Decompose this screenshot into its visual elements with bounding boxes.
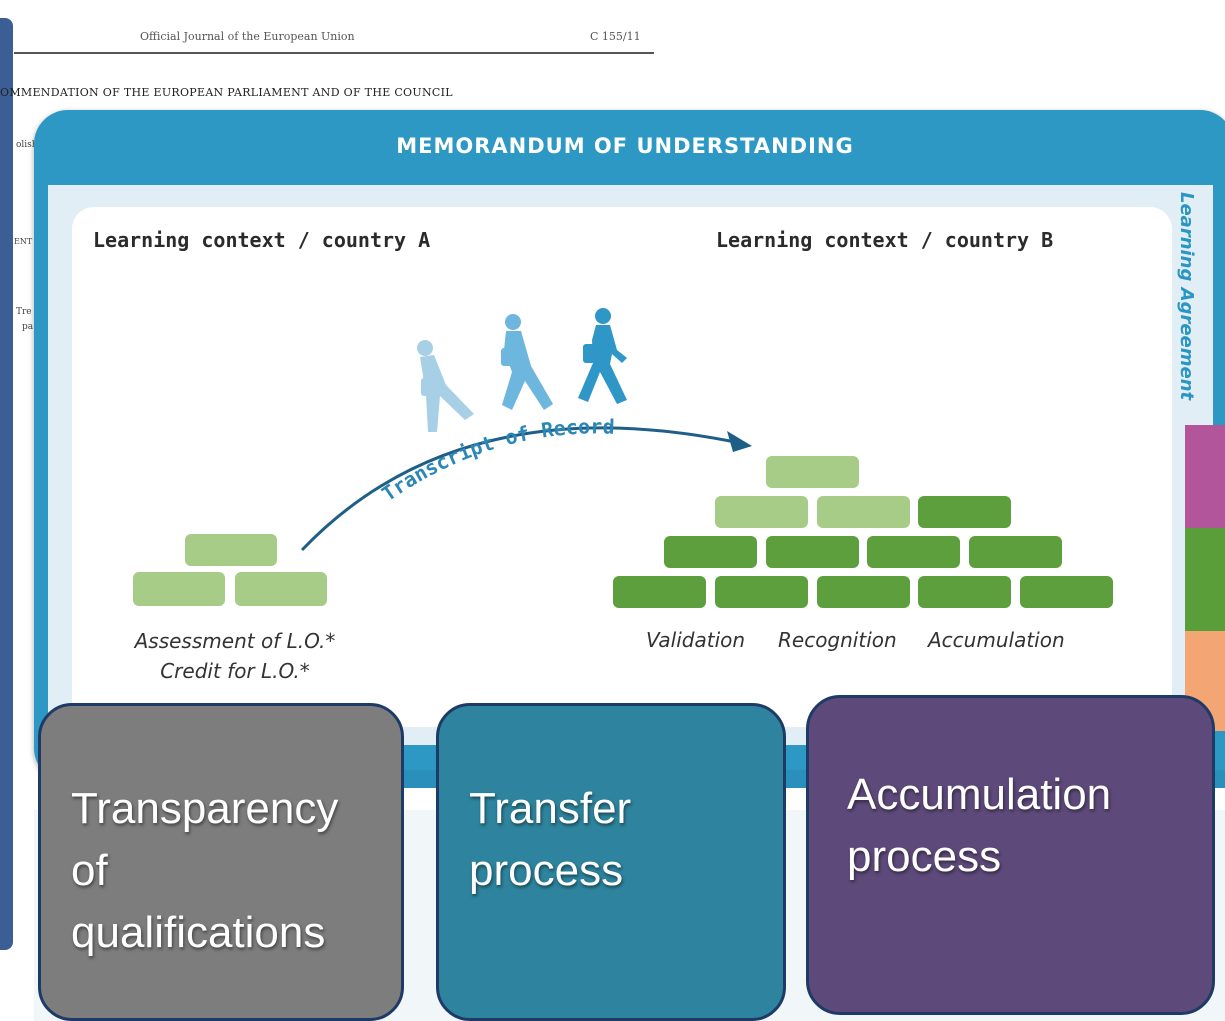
assessment-caption: Assessment of L.O.* (134, 629, 336, 653)
box-line: Transfer (469, 784, 632, 833)
green-tab (1185, 528, 1225, 631)
credit-brick (664, 536, 757, 568)
box-line: process (469, 846, 624, 895)
credit-brick (766, 536, 859, 568)
box-line: Transparency (71, 784, 339, 833)
recommendation-title: OMMENDATION OF THE EUROPEAN PARLIAMENT A… (0, 86, 453, 99)
credit-brick (817, 576, 910, 608)
box-line: process (847, 832, 1002, 881)
box-line: Accumulation (847, 770, 1112, 819)
context-b-label: Learning context / country B (716, 228, 1054, 252)
pink-tab (1185, 425, 1225, 528)
credit-brick (766, 456, 859, 488)
credit-brick (867, 536, 960, 568)
box-line: qualifications (71, 908, 326, 957)
diagram-title: MEMORANDUM OF UNDERSTANDING (396, 134, 854, 158)
journal-header: Official Journal of the European Union (140, 30, 355, 43)
context-a-label: Learning context / country A (93, 228, 431, 252)
arrow-head (727, 431, 752, 452)
validation-caption: Validation (646, 628, 746, 652)
credit-brick (185, 534, 277, 566)
recognition-caption: Recognition (778, 628, 897, 652)
credit-brick (1020, 576, 1113, 608)
walking-figure-icon (578, 308, 627, 404)
journal-page-ref: C 155/11 (590, 30, 641, 43)
credit-brick (715, 496, 808, 528)
accumulation-box: Accumulation process (806, 695, 1215, 1015)
transparency-box: Transparency of qualifications (38, 703, 404, 1021)
credit-brick (715, 576, 808, 608)
transfer-arc (300, 426, 741, 552)
caption-country-a: Assessment of L.O.* Credit for L.O.* (110, 626, 360, 686)
box-line: of (71, 846, 108, 895)
text-fragment: Tre (16, 307, 32, 317)
walking-figure-icon (417, 340, 474, 432)
credit-brick (133, 572, 225, 606)
diagram-panel (72, 207, 1172, 727)
text-fragment: ENT (14, 237, 33, 246)
transcript-label: Transcript of Record (377, 414, 615, 506)
credit-brick (918, 496, 1011, 528)
credit-brick (817, 496, 910, 528)
accumulation-caption: Accumulation (928, 628, 1065, 652)
walking-figure-icon (501, 314, 553, 410)
credit-brick (918, 576, 1011, 608)
learning-agreement-label: Learning Agreement (1176, 192, 1197, 401)
text-fragment: pa (22, 322, 34, 332)
credit-brick (613, 576, 706, 608)
header-rule (14, 52, 654, 54)
transfer-box: Transfer process (436, 703, 786, 1021)
text-fragment: olish (16, 140, 38, 150)
credit-brick (235, 572, 327, 606)
credit-caption: Credit for L.O.* (160, 659, 310, 683)
credit-brick (969, 536, 1062, 568)
left-accent-bar (0, 18, 13, 950)
